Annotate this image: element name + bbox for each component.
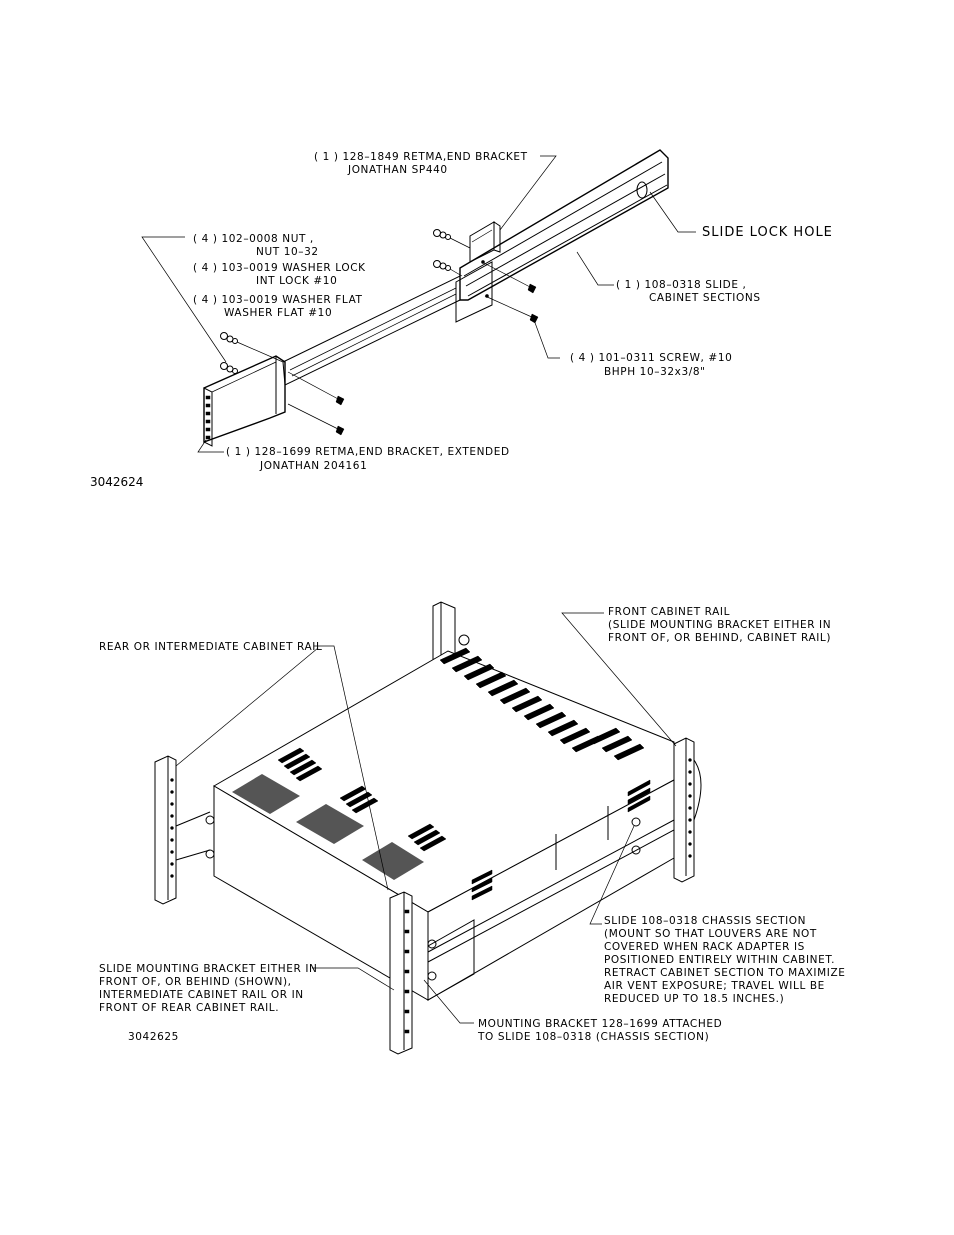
chassis-section-label-line5: RETRACT CABINET SECTION TO MAXIMIZE (604, 967, 845, 979)
top-louvers-front (277, 747, 447, 852)
extended-end-bracket-128-1699 (203, 355, 286, 447)
top-louvers-rear (439, 647, 645, 761)
figure-2-chassis-installation: REAR OR INTERMEDIATE CABINET RAIL FRONT … (99, 601, 845, 1055)
rear-cabinet-rail-left (154, 755, 215, 905)
chassis-section-label-line3: COVERED WHEN RACK ADAPTER IS (604, 941, 805, 953)
slide-rail (282, 149, 669, 386)
slide-label-line2: CABINET SECTIONS (649, 292, 761, 304)
chassis-section-label-line1: SLIDE 108–0318 CHASSIS SECTION (604, 915, 806, 927)
chassis-section-label-line4: POSITIONED ENTIRELY WITHIN CABINET. (604, 954, 835, 966)
nut-label-line2: NUT 10–32 (256, 246, 319, 258)
figure-1-number: 3042624 (90, 475, 143, 489)
chassis-section-label-line6: AIR VENT EXPOSURE; TRAVEL WILL BE (604, 980, 825, 992)
bracket-position-label-line2: FRONT OF, OR BEHIND (SHOWN), (99, 976, 292, 988)
figure-2-leaders (175, 612, 677, 1024)
front-rail-label-line3: FRONT OF, OR BEHIND, CABINET RAIL) (608, 632, 831, 644)
chassis-section-label-line2: (MOUNT SO THAT LOUVERS ARE NOT (604, 928, 817, 940)
mounting-bracket-label-line1: MOUNTING BRACKET 128–1699 ATTACHED (478, 1018, 722, 1030)
figure-1-leaders (141, 155, 696, 453)
screws (287, 261, 539, 436)
extended-bracket-label-line2: JONATHAN 204161 (259, 460, 367, 472)
washer-flat-label-line2: WASHER FLAT #10 (224, 307, 332, 319)
screw-label-line1: ( 4 ) 101–0311 SCREW, #10 (570, 352, 732, 364)
rear-rail-label: REAR OR INTERMEDIATE CABINET RAIL (99, 641, 322, 653)
slide-lock-hole (636, 181, 648, 199)
front-cabinet-rail (673, 737, 702, 883)
vent-mesh (232, 774, 424, 880)
screw-label-line2: BHPH 10–32x3/8" (604, 366, 706, 378)
extended-bracket-label-line1: ( 1 ) 128–1699 RETMA,END BRACKET, EXTEND… (226, 446, 510, 458)
bracket-position-label-line1: SLIDE MOUNTING BRACKET EITHER IN (99, 963, 318, 975)
washer-flat-label-line1: ( 4 ) 103–0019 WASHER FLAT (193, 294, 363, 306)
chassis (213, 647, 675, 1001)
washer-lock-label-line2: INT LOCK #10 (256, 275, 337, 287)
side-louvers (471, 779, 651, 901)
bracket-position-label-line4: FRONT OF REAR CABINET RAIL. (99, 1002, 279, 1014)
bracket-position-label-line3: INTERMEDIATE CABINET RAIL OR IN (99, 989, 304, 1001)
end-bracket-label-line1: ( 1 ) 128–1849 RETMA,END BRACKET (314, 151, 528, 163)
washer-lock-label-line1: ( 4 ) 103–0019 WASHER LOCK (193, 262, 366, 274)
slide-lock-hole-label: SLIDE LOCK HOLE (702, 225, 833, 240)
nut-label-line1: ( 4 ) 102–0008 NUT , (193, 233, 314, 245)
chassis-section-label-line7: REDUCED UP TO 18.5 INCHES.) (604, 993, 784, 1005)
slide-label-line1: ( 1 ) 108–0318 SLIDE , (616, 279, 746, 291)
mounting-bracket-label-line2: TO SLIDE 108–0318 (CHASSIS SECTION) (477, 1031, 709, 1043)
intermediate-cabinet-rail (389, 891, 413, 1055)
front-rail-label-line2: (SLIDE MOUNTING BRACKET EITHER IN (608, 619, 831, 631)
figure-1-exploded-slide: ( 1 ) 128–1849 RETMA,END BRACKET JONATHA… (90, 149, 833, 489)
end-bracket-128-1849 (469, 221, 501, 263)
end-bracket-label-line2: JONATHAN SP440 (347, 164, 448, 176)
hardware-stack-upper (433, 229, 471, 277)
figure-2-number: 3042625 (128, 1031, 179, 1043)
front-rail-label-line1: FRONT CABINET RAIL (608, 606, 730, 618)
